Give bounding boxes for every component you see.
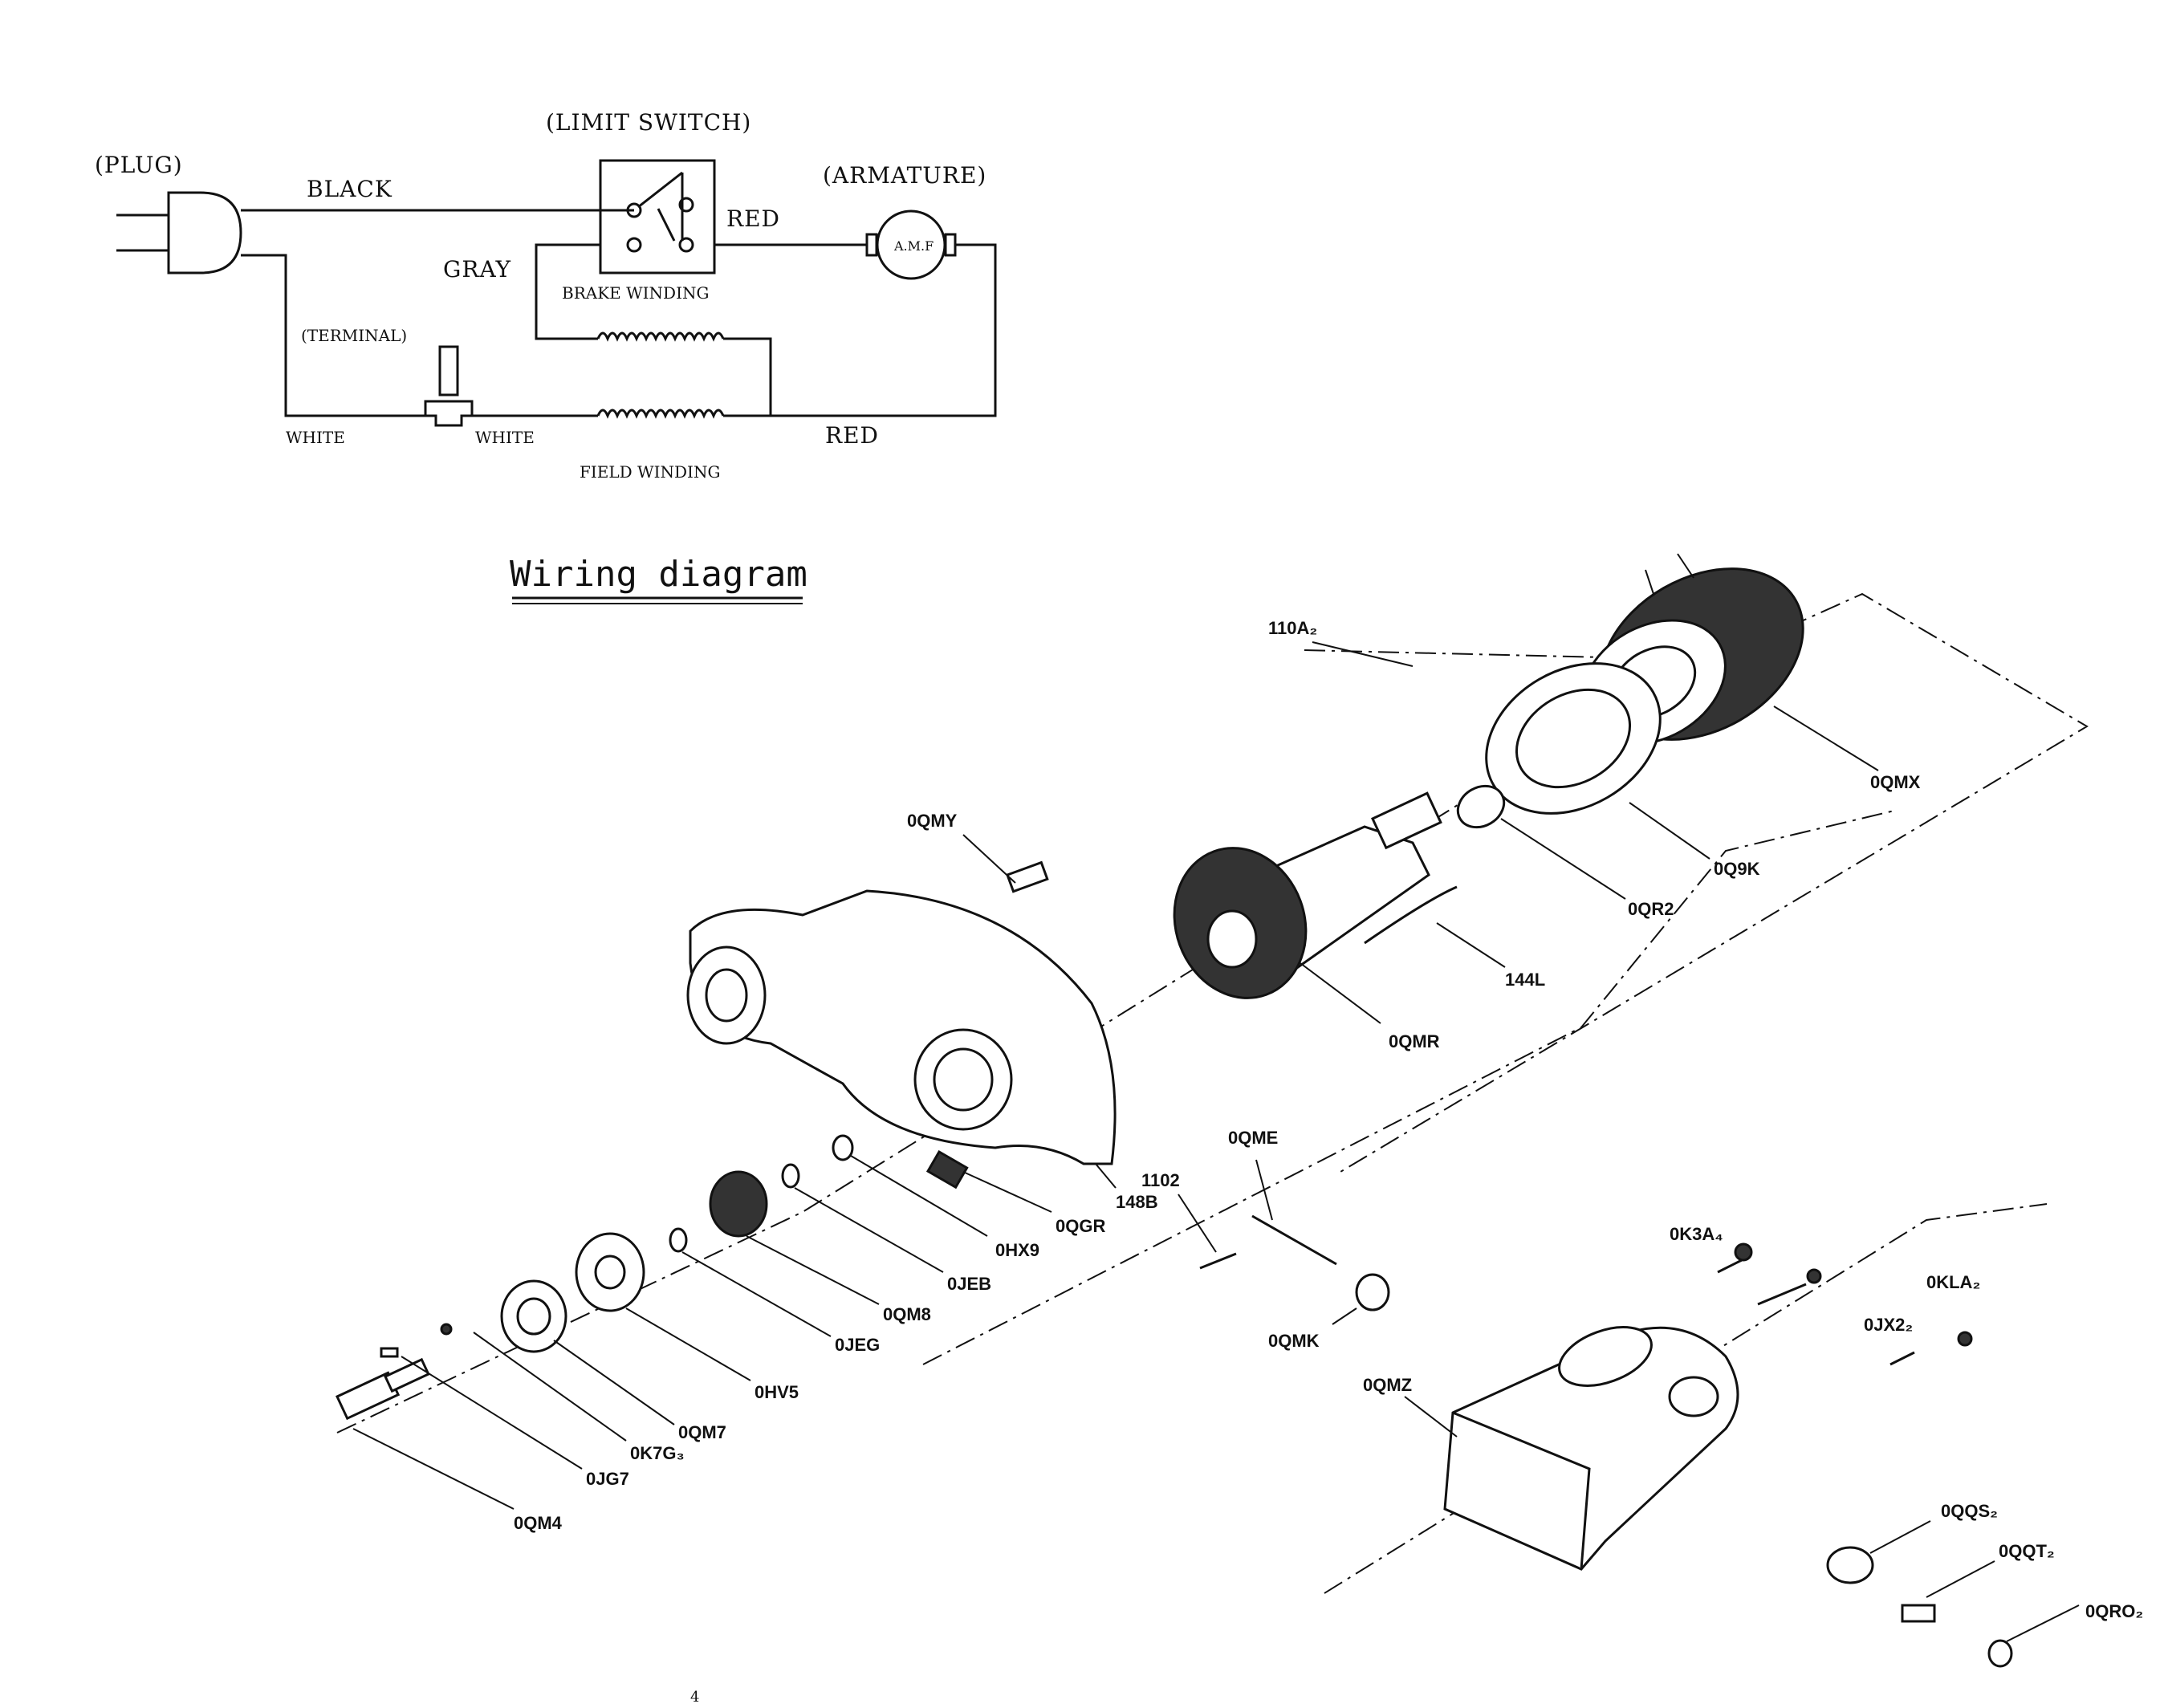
label-0qm4: 0QM4	[514, 1513, 563, 1533]
brake-winding-label: BRAKE WINDING	[562, 283, 709, 303]
label-0qr2: 0QR2	[1628, 899, 1674, 919]
armature-icon	[865, 209, 957, 280]
label-0k7g3: 0K7G₃	[630, 1443, 685, 1463]
brake-winding-coil	[596, 331, 725, 342]
field-winding-coil	[596, 409, 725, 419]
bushing-part	[832, 1134, 854, 1161]
wiring-diagram-title: Wiring diagram	[510, 554, 807, 595]
label-0qmr: 0QMR	[1389, 1031, 1440, 1051]
label-0jeb: 0JEB	[947, 1274, 991, 1294]
motor-housing-part	[1443, 1326, 1739, 1571]
knob-part	[1987, 1639, 2013, 1668]
spring-part	[925, 1149, 969, 1190]
label-0k3a4: 0K3A₄	[1670, 1224, 1723, 1244]
label-0hx9: 0HX9	[995, 1240, 1039, 1260]
label-0jg7: 0JG7	[586, 1469, 629, 1489]
white-wire-mid-label: WHITE	[475, 428, 535, 447]
armature-return-wire	[771, 243, 997, 417]
key-part	[380, 1347, 399, 1358]
limit-switch-label: (LIMIT SWITCH)	[546, 109, 751, 136]
brush-part	[1006, 860, 1049, 893]
retaining-ring-part	[669, 1227, 688, 1253]
brush-holder-part	[1485, 662, 1662, 815]
red-wire-top-label: RED	[726, 205, 780, 232]
label-144l: 144L	[1505, 970, 1545, 990]
label-0qqs2: 0QQS₂	[1941, 1501, 1998, 1521]
white-wire-left	[241, 254, 425, 417]
cap-part	[1355, 1273, 1390, 1312]
armature-rotor-part	[1173, 791, 1442, 999]
label-0qme: 0QME	[1228, 1128, 1278, 1148]
gray-wire	[535, 243, 600, 340]
label-0qmz: 0QMZ	[1363, 1375, 1412, 1395]
black-wire-label: BLACK	[307, 176, 393, 202]
label-0kla2: 0KLA₂	[1926, 1272, 1980, 1292]
label-0qmk: 0QMK	[1268, 1331, 1320, 1351]
terminal-icon	[424, 345, 474, 427]
wiring-diagram: (PLUG) (LIMIT SWITCH) (ARMATURE) A.M.F B…	[95, 109, 997, 604]
label-0jx22: 0JX2₂	[1864, 1315, 1913, 1335]
gear-part	[709, 1170, 768, 1238]
white-wire-left-label: WHITE	[286, 428, 345, 447]
cable-part	[1364, 885, 1458, 945]
lever-part	[1901, 1604, 1936, 1623]
terminal-label: (TERMINAL)	[301, 326, 407, 345]
field-winding-label: FIELD WINDING	[580, 462, 720, 482]
plug-icon	[116, 191, 242, 274]
label-0qgr: 0QGR	[1056, 1216, 1105, 1236]
label-0qqt2: 0QQT₂	[1999, 1541, 2055, 1561]
gray-wire-label: GRAY	[443, 256, 511, 283]
armature-label: (ARMATURE)	[823, 162, 986, 189]
spindle-part	[336, 1357, 430, 1421]
exploded-view: 110A₂ 0QMX 0Q9K 0QR2 0QMY 144L 0QMR 0QME…	[336, 553, 2143, 1706]
label-0qmx: 0QMX	[1870, 772, 1921, 792]
label-0qm7: 0QM7	[678, 1422, 726, 1442]
washer-part	[781, 1163, 800, 1189]
screw-part-2	[1757, 1283, 1807, 1306]
limit-switch-icon	[599, 159, 716, 274]
label-0hv5: 0HV5	[755, 1382, 799, 1402]
label-0jeg: 0JEG	[835, 1335, 880, 1355]
gear-housing-part	[686, 889, 1117, 1165]
screw-part	[440, 1323, 453, 1336]
page-mark: 4	[690, 1689, 699, 1706]
screw-0jx22-part	[1889, 1351, 1915, 1366]
label-110a2: 110A₂	[1268, 618, 1317, 638]
armature-inner-label: A.M.F	[893, 238, 934, 254]
switch-part	[1826, 1546, 1874, 1584]
label-0q9k: 0Q9K	[1714, 859, 1760, 879]
screw-0k3a4-part	[1717, 1259, 1743, 1274]
red-wire-bottom-label: RED	[825, 422, 879, 449]
label-0qmy: 0QMY	[907, 811, 958, 831]
leader-lines	[352, 641, 2080, 1642]
bearing-ring-part	[1456, 784, 1506, 829]
bearing-part	[575, 1232, 645, 1312]
plate-part	[500, 1279, 567, 1353]
shaft-part	[1199, 1214, 1337, 1270]
label-0qro2: 0QRO₂	[2085, 1601, 2143, 1621]
label-148b: 148B	[1116, 1192, 1158, 1212]
plug-label: (PLUG)	[95, 152, 183, 178]
label-1102: 1102	[1141, 1170, 1180, 1190]
label-0qm8: 0QM8	[883, 1304, 931, 1324]
